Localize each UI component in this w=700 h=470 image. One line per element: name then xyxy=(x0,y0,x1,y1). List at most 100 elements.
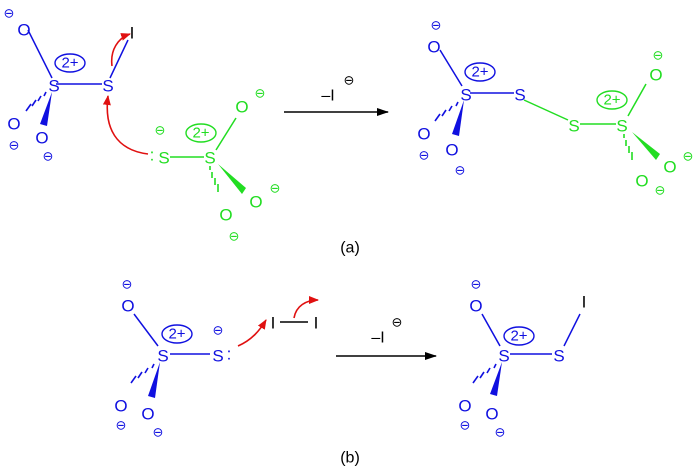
oxygen-atom: O xyxy=(458,397,471,416)
iodine-atom: I xyxy=(582,293,587,312)
dication-charge: 2+ xyxy=(471,64,488,81)
minus-charge: ⊖ xyxy=(43,149,54,164)
oxygen-atom: O xyxy=(445,141,458,160)
electron-push-arrow xyxy=(293,296,319,319)
oxygen-atom: O xyxy=(635,172,648,191)
oxygen-atom: O xyxy=(219,206,232,225)
lone-pair: : xyxy=(227,345,232,364)
hashed-wedge-bond xyxy=(623,134,633,160)
dication-charge: 2+ xyxy=(168,326,185,343)
minus-charge: ⊖ xyxy=(392,315,403,330)
hashed-wedge-bond xyxy=(472,363,497,384)
reaction-b-product-bonds xyxy=(472,313,581,396)
minus-charge: ⊖ xyxy=(344,73,355,88)
minus-charge: ⊖ xyxy=(270,181,281,196)
reaction-b-reactant-atoms: ⊖ O 2+ S S : ⊖ O ⊖ O ⊖ xyxy=(114,277,231,440)
reaction-a-product-atoms-blue: ⊖ O 2+ S S O ⊖ O ⊖ xyxy=(417,18,525,178)
dication-charge: 2+ xyxy=(61,55,78,72)
minus-charge: ⊖ xyxy=(153,425,164,440)
minus-charge: ⊖ xyxy=(460,418,471,433)
sulfur-atom: S xyxy=(212,347,223,366)
dication-charge: 2+ xyxy=(192,125,209,142)
minus-charge: ⊖ xyxy=(419,148,430,163)
sulfur-atom: S xyxy=(460,86,471,105)
hashed-wedge-bond xyxy=(434,101,459,122)
dication-charge: 2+ xyxy=(510,328,527,345)
oxygen-atom: O xyxy=(235,98,248,117)
minus-charge: ⊖ xyxy=(455,163,466,178)
dication-ring xyxy=(185,123,217,143)
oxygen-atom: O xyxy=(417,125,430,144)
oxygen-atom: O xyxy=(7,115,20,134)
hashed-wedge-bond xyxy=(130,363,155,384)
oxygen-atom: O xyxy=(427,38,440,57)
solid-wedge-bond xyxy=(218,164,246,194)
minus-charge: ⊖ xyxy=(431,18,442,33)
minus-charge: ⊖ xyxy=(213,323,224,338)
minus-charge: ⊖ xyxy=(255,86,266,101)
minus-charge: ⊖ xyxy=(229,229,240,244)
oxygen-atom: O xyxy=(649,66,662,85)
minus-charge: ⊖ xyxy=(655,183,666,198)
reaction-a-product-bonds-blue xyxy=(434,49,514,136)
minus-charge: ⊖ xyxy=(4,6,15,21)
minus-charge: ⊖ xyxy=(116,418,127,433)
iodine-molecule: I I xyxy=(271,314,319,333)
oxygen-atom: O xyxy=(121,297,134,316)
oxygen-atom: O xyxy=(249,193,262,212)
minus-charge: ⊖ xyxy=(495,425,506,440)
solid-wedge-bond xyxy=(148,362,160,398)
minus-charge: ⊖ xyxy=(683,149,694,164)
oxygen-atom: O xyxy=(141,405,154,424)
sulfur-atom: S xyxy=(568,117,579,136)
electron-push-arrow xyxy=(237,319,267,347)
electron-push-arrow xyxy=(102,95,149,155)
dication-ring xyxy=(596,90,628,110)
solid-wedge-bond xyxy=(632,132,660,160)
oxygen-atom: O xyxy=(17,21,30,40)
iodine-atom: I xyxy=(271,314,276,333)
solid-wedge-bond xyxy=(40,92,52,126)
minus-charge: ⊖ xyxy=(471,277,482,292)
hashed-wedge-bond xyxy=(25,91,47,112)
sulfur-atom: S xyxy=(514,86,525,105)
oxygen-atom: O xyxy=(485,405,498,424)
reaction-a-label: (a) xyxy=(340,240,360,257)
sulfur-atom: S xyxy=(616,117,627,136)
dication-ring xyxy=(503,326,535,346)
minus-charge: ⊖ xyxy=(155,123,166,138)
dication-ring xyxy=(54,53,86,73)
oxygen-atom: O xyxy=(663,158,676,177)
sulfur-atom: S xyxy=(48,77,59,96)
reaction-a-reactant-thiosulfate-iodide xyxy=(25,29,129,126)
dication-ring xyxy=(464,62,496,82)
reaction-b-label: (b) xyxy=(340,450,360,467)
reaction-b-reactant-thiosulfate xyxy=(130,313,210,398)
dication-ring xyxy=(161,324,193,344)
sulfur-atom: S xyxy=(102,77,113,96)
minus-charge: ⊖ xyxy=(653,48,664,63)
iodine-atom: I xyxy=(130,24,135,43)
sulfur-atom: S xyxy=(498,347,509,366)
reaction-a-reactant-thiosulfate-atoms: : ⊖ S 2+ S O ⊖ O ⊖ O ⊖ xyxy=(150,86,281,244)
oxygen-atom: O xyxy=(35,129,48,148)
reaction-a-product-bonds-green xyxy=(523,83,660,160)
condition-label: –I xyxy=(371,330,384,347)
minus-charge: ⊖ xyxy=(122,277,133,292)
reaction-b-product-atoms: ⊖ O 2+ S S I O ⊖ O ⊖ xyxy=(458,277,586,440)
sulfur-atom: S xyxy=(553,347,564,366)
sulfur-atom: S xyxy=(204,149,215,168)
dication-charge: 2+ xyxy=(603,92,620,109)
hashed-wedge-bond xyxy=(209,166,219,192)
lone-pair: : xyxy=(150,146,155,165)
sulfur-atom: S xyxy=(158,149,169,168)
condition-label: –I xyxy=(321,88,334,105)
oxygen-atom: O xyxy=(114,397,127,416)
minus-charge: ⊖ xyxy=(9,138,20,153)
iodine-atom: I xyxy=(314,314,319,333)
reaction-a-reactant-thiosulfate xyxy=(170,117,246,194)
solid-wedge-bond xyxy=(490,362,502,396)
electron-push-arrow xyxy=(110,33,131,67)
reaction-a-reactant-atoms: ⊖ O 2+ S S I O ⊖ O ⊖ xyxy=(4,6,135,164)
